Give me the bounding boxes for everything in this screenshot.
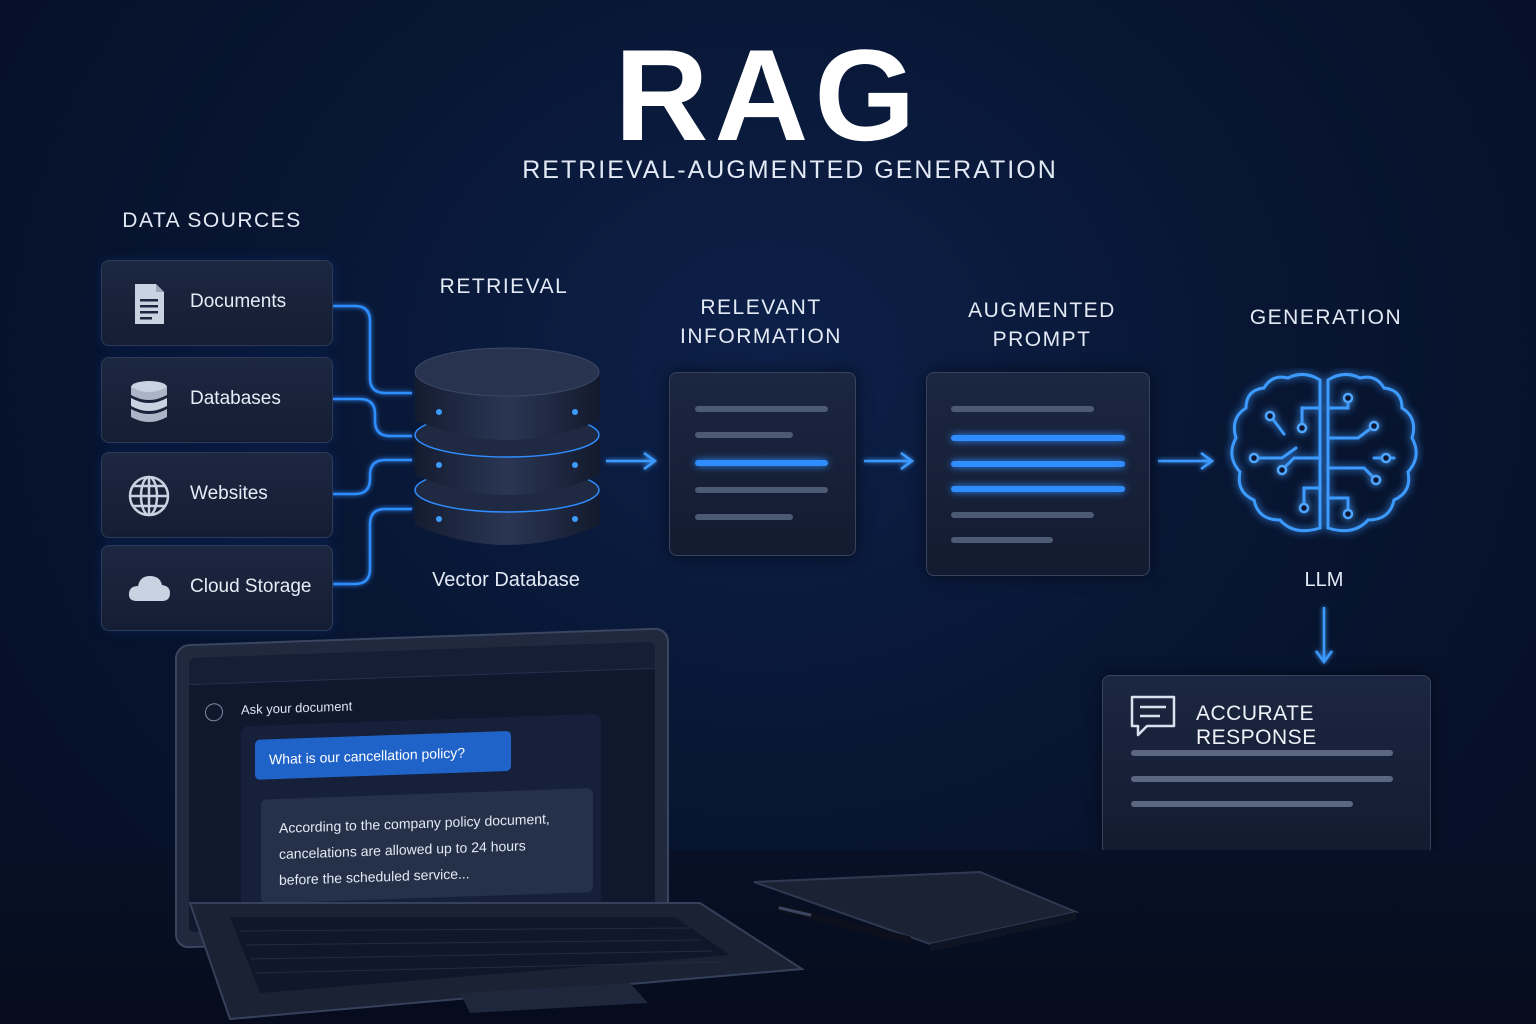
text-line (695, 406, 828, 412)
brain-circuit-icon (1230, 373, 1418, 533)
page-subtitle: RETRIEVAL-AUGMENTED GENERATION (522, 156, 1058, 184)
text-line (951, 406, 1094, 412)
augmented-prompt-panel (926, 372, 1150, 576)
user-question-bubble: What is our cancellation policy? (255, 730, 511, 780)
accurate-response-label: ACCURATE RESPONSE (1196, 702, 1317, 749)
source-label-documents: Documents (190, 291, 287, 312)
source-card-databases: Databases (101, 357, 333, 443)
chat-bubble-icon (1130, 695, 1176, 737)
connector-cloud (332, 507, 412, 586)
llm-caption: LLM (1304, 569, 1344, 591)
notebook-decoration (753, 870, 1080, 952)
text-line (695, 514, 793, 520)
relevant-information-heading: RELEVANT INFORMATION (661, 293, 861, 351)
user-question-text: What is our cancellation policy? (269, 744, 466, 768)
database-icon (131, 381, 167, 422)
augmented-heading-line-1: AUGMENTED (968, 299, 1116, 322)
user-avatar-icon (205, 702, 223, 722)
arrow-to-prompt (864, 451, 915, 471)
text-line (951, 512, 1094, 518)
arrow-to-response (1314, 607, 1334, 665)
arrow-to-relevant (606, 451, 658, 471)
vector-database-caption: Vector Database (432, 569, 580, 591)
generation-heading: GENERATION (1249, 306, 1403, 329)
assistant-answer-bubble: According to the company policy document… (261, 788, 593, 904)
relevant-information-panel (669, 372, 856, 556)
response-line (1131, 801, 1353, 807)
page-title: RAG (614, 22, 922, 168)
response-line (1131, 750, 1393, 756)
accurate-response-card: ACCURATE RESPONSE (1102, 675, 1431, 855)
response-line (1131, 776, 1393, 782)
arrow-to-llm (1158, 451, 1215, 471)
source-card-documents: Documents (101, 260, 333, 346)
source-label-databases: Databases (190, 388, 281, 409)
relevant-heading-line-2: INFORMATION (680, 325, 842, 348)
highlighted-text-line (951, 486, 1125, 492)
text-line (951, 537, 1053, 543)
vector-database-icon (414, 347, 600, 545)
source-card-cloud-storage: Cloud Storage (101, 545, 333, 631)
augmented-heading-line-2: PROMPT (992, 328, 1092, 351)
text-line (695, 487, 828, 493)
cloud-icon (128, 576, 170, 601)
laptop-window-bar (189, 641, 655, 686)
connector-websites (332, 458, 412, 496)
augmented-prompt-heading: AUGMENTED PROMPT (942, 296, 1142, 354)
retrieval-heading: RETRIEVAL (439, 275, 569, 298)
source-label-websites: Websites (190, 483, 268, 504)
data-sources-heading: DATA SOURCES (122, 209, 302, 232)
relevant-heading-line-1: RELEVANT (700, 296, 822, 319)
source-card-websites: Websites (101, 452, 333, 538)
chat-area[interactable]: What is our cancellation policy? Accordi… (241, 713, 601, 919)
connector-documents (332, 304, 412, 395)
highlighted-text-line (695, 460, 828, 466)
laptop-keyboard-deck (188, 902, 805, 1021)
highlighted-text-line (951, 435, 1125, 441)
globe-icon (128, 475, 170, 517)
connector-databases (332, 397, 412, 438)
source-label-cloud-storage: Cloud Storage (190, 576, 312, 597)
highlighted-text-line (951, 461, 1125, 467)
assistant-answer-text: According to the company policy document… (279, 806, 550, 893)
laptop-screen: Ask your document What is our cancellati… (189, 641, 655, 933)
chat-header: Ask your document (241, 698, 353, 718)
document-icon (135, 284, 164, 324)
text-line (695, 432, 793, 438)
